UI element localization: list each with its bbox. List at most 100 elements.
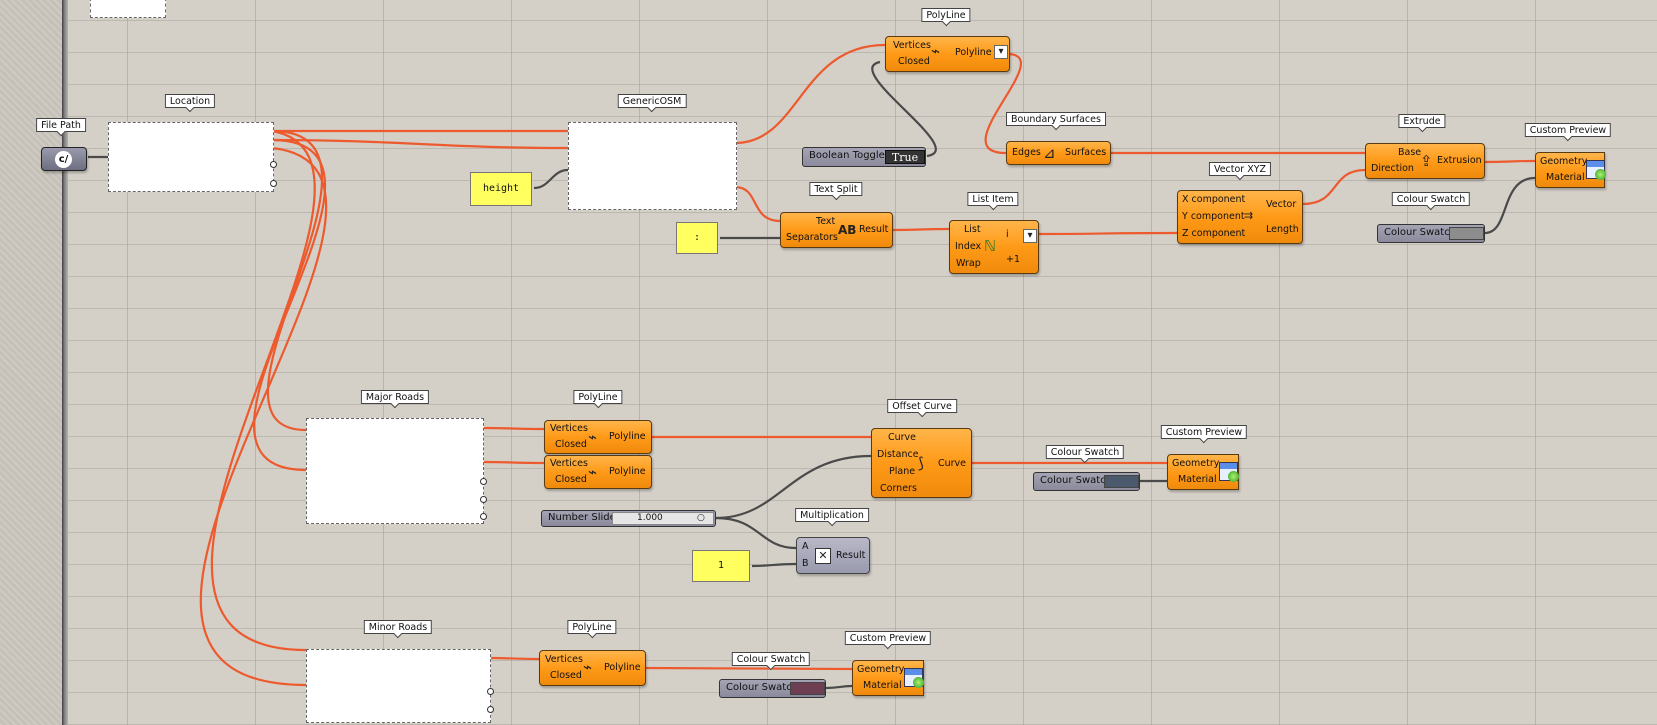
- input-index[interactable]: Index: [955, 241, 982, 252]
- output-vector[interactable]: Vector: [1266, 199, 1297, 210]
- input-a[interactable]: A: [802, 541, 809, 552]
- polyline-mid-component-1[interactable]: Vertices Closed ⌁ Polyline: [544, 420, 652, 454]
- output-polyline[interactable]: Polyline: [955, 47, 992, 58]
- input-material[interactable]: Material: [1546, 172, 1585, 183]
- slider-handle[interactable]: ○: [697, 513, 705, 523]
- output-surfaces[interactable]: Surfaces: [1065, 147, 1107, 158]
- chevron-down-icon[interactable]: ▾: [994, 45, 1008, 59]
- wire-swatch-preview-top: [1484, 176, 1536, 235]
- custom-preview-mid-component[interactable]: Geometry Material: [1167, 454, 1239, 490]
- wire-location-minor-1: [210, 129, 316, 652]
- input-geometry[interactable]: Geometry: [1172, 458, 1220, 469]
- input-distance[interactable]: Distance: [877, 449, 919, 460]
- minor-roads-output-grip[interactable]: [487, 688, 494, 695]
- text-split-icon: AB: [838, 223, 857, 237]
- output-polyline[interactable]: Polyline: [609, 466, 646, 477]
- polyline-icon: ⌁: [588, 463, 598, 481]
- output-result[interactable]: Result: [836, 550, 866, 561]
- output-polyline[interactable]: Polyline: [609, 431, 646, 442]
- input-geometry[interactable]: Geometry: [1540, 156, 1588, 167]
- output-extrusion[interactable]: Extrusion: [1437, 155, 1482, 166]
- wire-slider-mult: [715, 516, 797, 550]
- location-cluster[interactable]: [108, 122, 274, 192]
- input-x[interactable]: X component: [1182, 194, 1246, 205]
- input-closed[interactable]: Closed: [555, 474, 587, 485]
- colour-swatch-top[interactable]: Colour Swatch: [1377, 224, 1485, 243]
- custom-preview-bottom-component[interactable]: Geometry Material: [852, 660, 924, 696]
- input-closed[interactable]: Closed: [555, 439, 587, 450]
- one-panel[interactable]: 1: [692, 550, 750, 582]
- height-panel[interactable]: height: [470, 172, 532, 206]
- polyline-icon: ⌁: [583, 658, 593, 676]
- chevron-down-icon[interactable]: ▾: [1023, 229, 1037, 243]
- minor-roads-cluster[interactable]: [306, 649, 491, 723]
- offset-curve-component[interactable]: Curve Distance Plane Corners ⟆ Curve: [871, 428, 972, 498]
- location-output-grip[interactable]: [270, 180, 277, 187]
- boolean-toggle[interactable]: Boolean Toggle True: [802, 147, 926, 167]
- colour-swatch-bottom[interactable]: Colour Swatch: [719, 679, 826, 698]
- input-material[interactable]: Material: [863, 680, 902, 691]
- list-item-component[interactable]: List Index Wrap ℕ i +1 ▾: [949, 220, 1039, 274]
- input-vertices[interactable]: Vertices: [550, 458, 588, 469]
- minor-roads-output-grip[interactable]: [487, 706, 494, 713]
- polyline-top-component[interactable]: Vertices Closed ⌁ Polyline ▾: [885, 36, 1010, 72]
- input-text[interactable]: Text: [816, 216, 836, 227]
- input-direction[interactable]: Direction: [1371, 163, 1414, 174]
- swatch-colour-slate[interactable]: [1104, 475, 1139, 488]
- major-roads-output-grip[interactable]: [480, 478, 487, 485]
- separator-panel[interactable]: :: [676, 222, 718, 254]
- major-roads-output-grip[interactable]: [480, 496, 487, 503]
- slider-track[interactable]: 1.000 ○: [612, 512, 714, 525]
- output-polyline[interactable]: Polyline: [604, 662, 641, 673]
- swatch-colour-grey[interactable]: [1449, 227, 1484, 240]
- wire-location-osm-2: [271, 138, 569, 150]
- swatch-colour-plum[interactable]: [790, 682, 825, 695]
- input-material[interactable]: Material: [1178, 474, 1217, 485]
- input-b[interactable]: B: [802, 558, 809, 569]
- toggle-value[interactable]: True: [885, 150, 925, 164]
- extrude-component[interactable]: Base Direction ⇪ Extrusion: [1365, 143, 1485, 179]
- output-result[interactable]: Result: [859, 224, 889, 235]
- input-geometry[interactable]: Geometry: [857, 664, 905, 675]
- colour-swatch-mid[interactable]: Colour Swatch: [1033, 472, 1140, 491]
- input-plane[interactable]: Plane: [889, 466, 916, 477]
- input-curve[interactable]: Curve: [888, 432, 917, 443]
- input-closed[interactable]: Closed: [550, 670, 582, 681]
- file-path-param[interactable]: c/: [41, 147, 87, 171]
- major-roads-output-grip[interactable]: [480, 513, 487, 520]
- offscreen-panel[interactable]: [90, 0, 166, 18]
- input-vertices[interactable]: Vertices: [550, 423, 588, 434]
- major-roads-cluster[interactable]: [306, 418, 484, 524]
- input-separators[interactable]: Separators: [786, 232, 838, 243]
- number-slider[interactable]: Number Slider 1.000 ○: [541, 510, 716, 527]
- output-curve[interactable]: Curve: [938, 458, 967, 469]
- output-plus-one[interactable]: +1: [1006, 254, 1021, 265]
- text-split-component[interactable]: Text Separators AB Result: [780, 212, 893, 248]
- title-colour-swatch-top: Colour Swatch: [1391, 192, 1471, 206]
- input-list[interactable]: List: [964, 224, 981, 235]
- output-length[interactable]: Length: [1266, 224, 1299, 235]
- custom-preview-top-component[interactable]: Geometry Material: [1535, 152, 1606, 188]
- input-vertices[interactable]: Vertices: [893, 40, 931, 51]
- input-edges[interactable]: Edges: [1012, 147, 1041, 158]
- input-z[interactable]: Z component: [1182, 228, 1246, 239]
- input-y[interactable]: Y component: [1182, 211, 1245, 222]
- wire-listitem-vector: [1038, 231, 1178, 236]
- multiplication-component[interactable]: A B ✕ Result: [796, 537, 870, 574]
- input-wrap[interactable]: Wrap: [956, 258, 981, 269]
- input-vertices[interactable]: Vertices: [545, 654, 583, 665]
- input-base[interactable]: Base: [1398, 147, 1422, 158]
- input-closed[interactable]: Closed: [898, 56, 930, 67]
- output-i[interactable]: i: [1006, 229, 1009, 240]
- input-corners[interactable]: Corners: [880, 483, 917, 494]
- location-output-grip[interactable]: [270, 161, 277, 168]
- boundary-surfaces-component[interactable]: Edges ⊿ Surfaces: [1006, 141, 1111, 165]
- polyline-bottom-component[interactable]: Vertices Closed ⌁ Polyline: [539, 650, 646, 686]
- polyline-mid-component-2[interactable]: Vertices Closed ⌁ Polyline: [544, 455, 652, 489]
- generic-osm-cluster[interactable]: [568, 122, 737, 210]
- vector-xyz-component[interactable]: X component Y component Z component ⇉ Ve…: [1177, 190, 1303, 244]
- polyline-icon: ⌁: [588, 428, 598, 446]
- swatch-name: Colour Swatch: [1384, 227, 1457, 238]
